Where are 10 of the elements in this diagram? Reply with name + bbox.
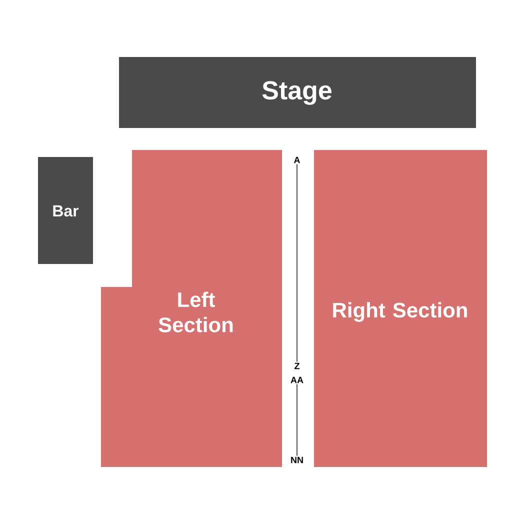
row-line [296, 164, 298, 362]
row-line [296, 384, 298, 456]
row-label: AA [290, 376, 304, 384]
stage-block: Stage [119, 57, 476, 128]
seating-section: Right Section [314, 150, 487, 467]
row-label: Z [294, 362, 300, 370]
row-label: NN [291, 456, 303, 464]
row-label: A [294, 156, 300, 164]
bar-block: Bar [38, 157, 93, 264]
seating-section: Left Section [101, 150, 282, 467]
